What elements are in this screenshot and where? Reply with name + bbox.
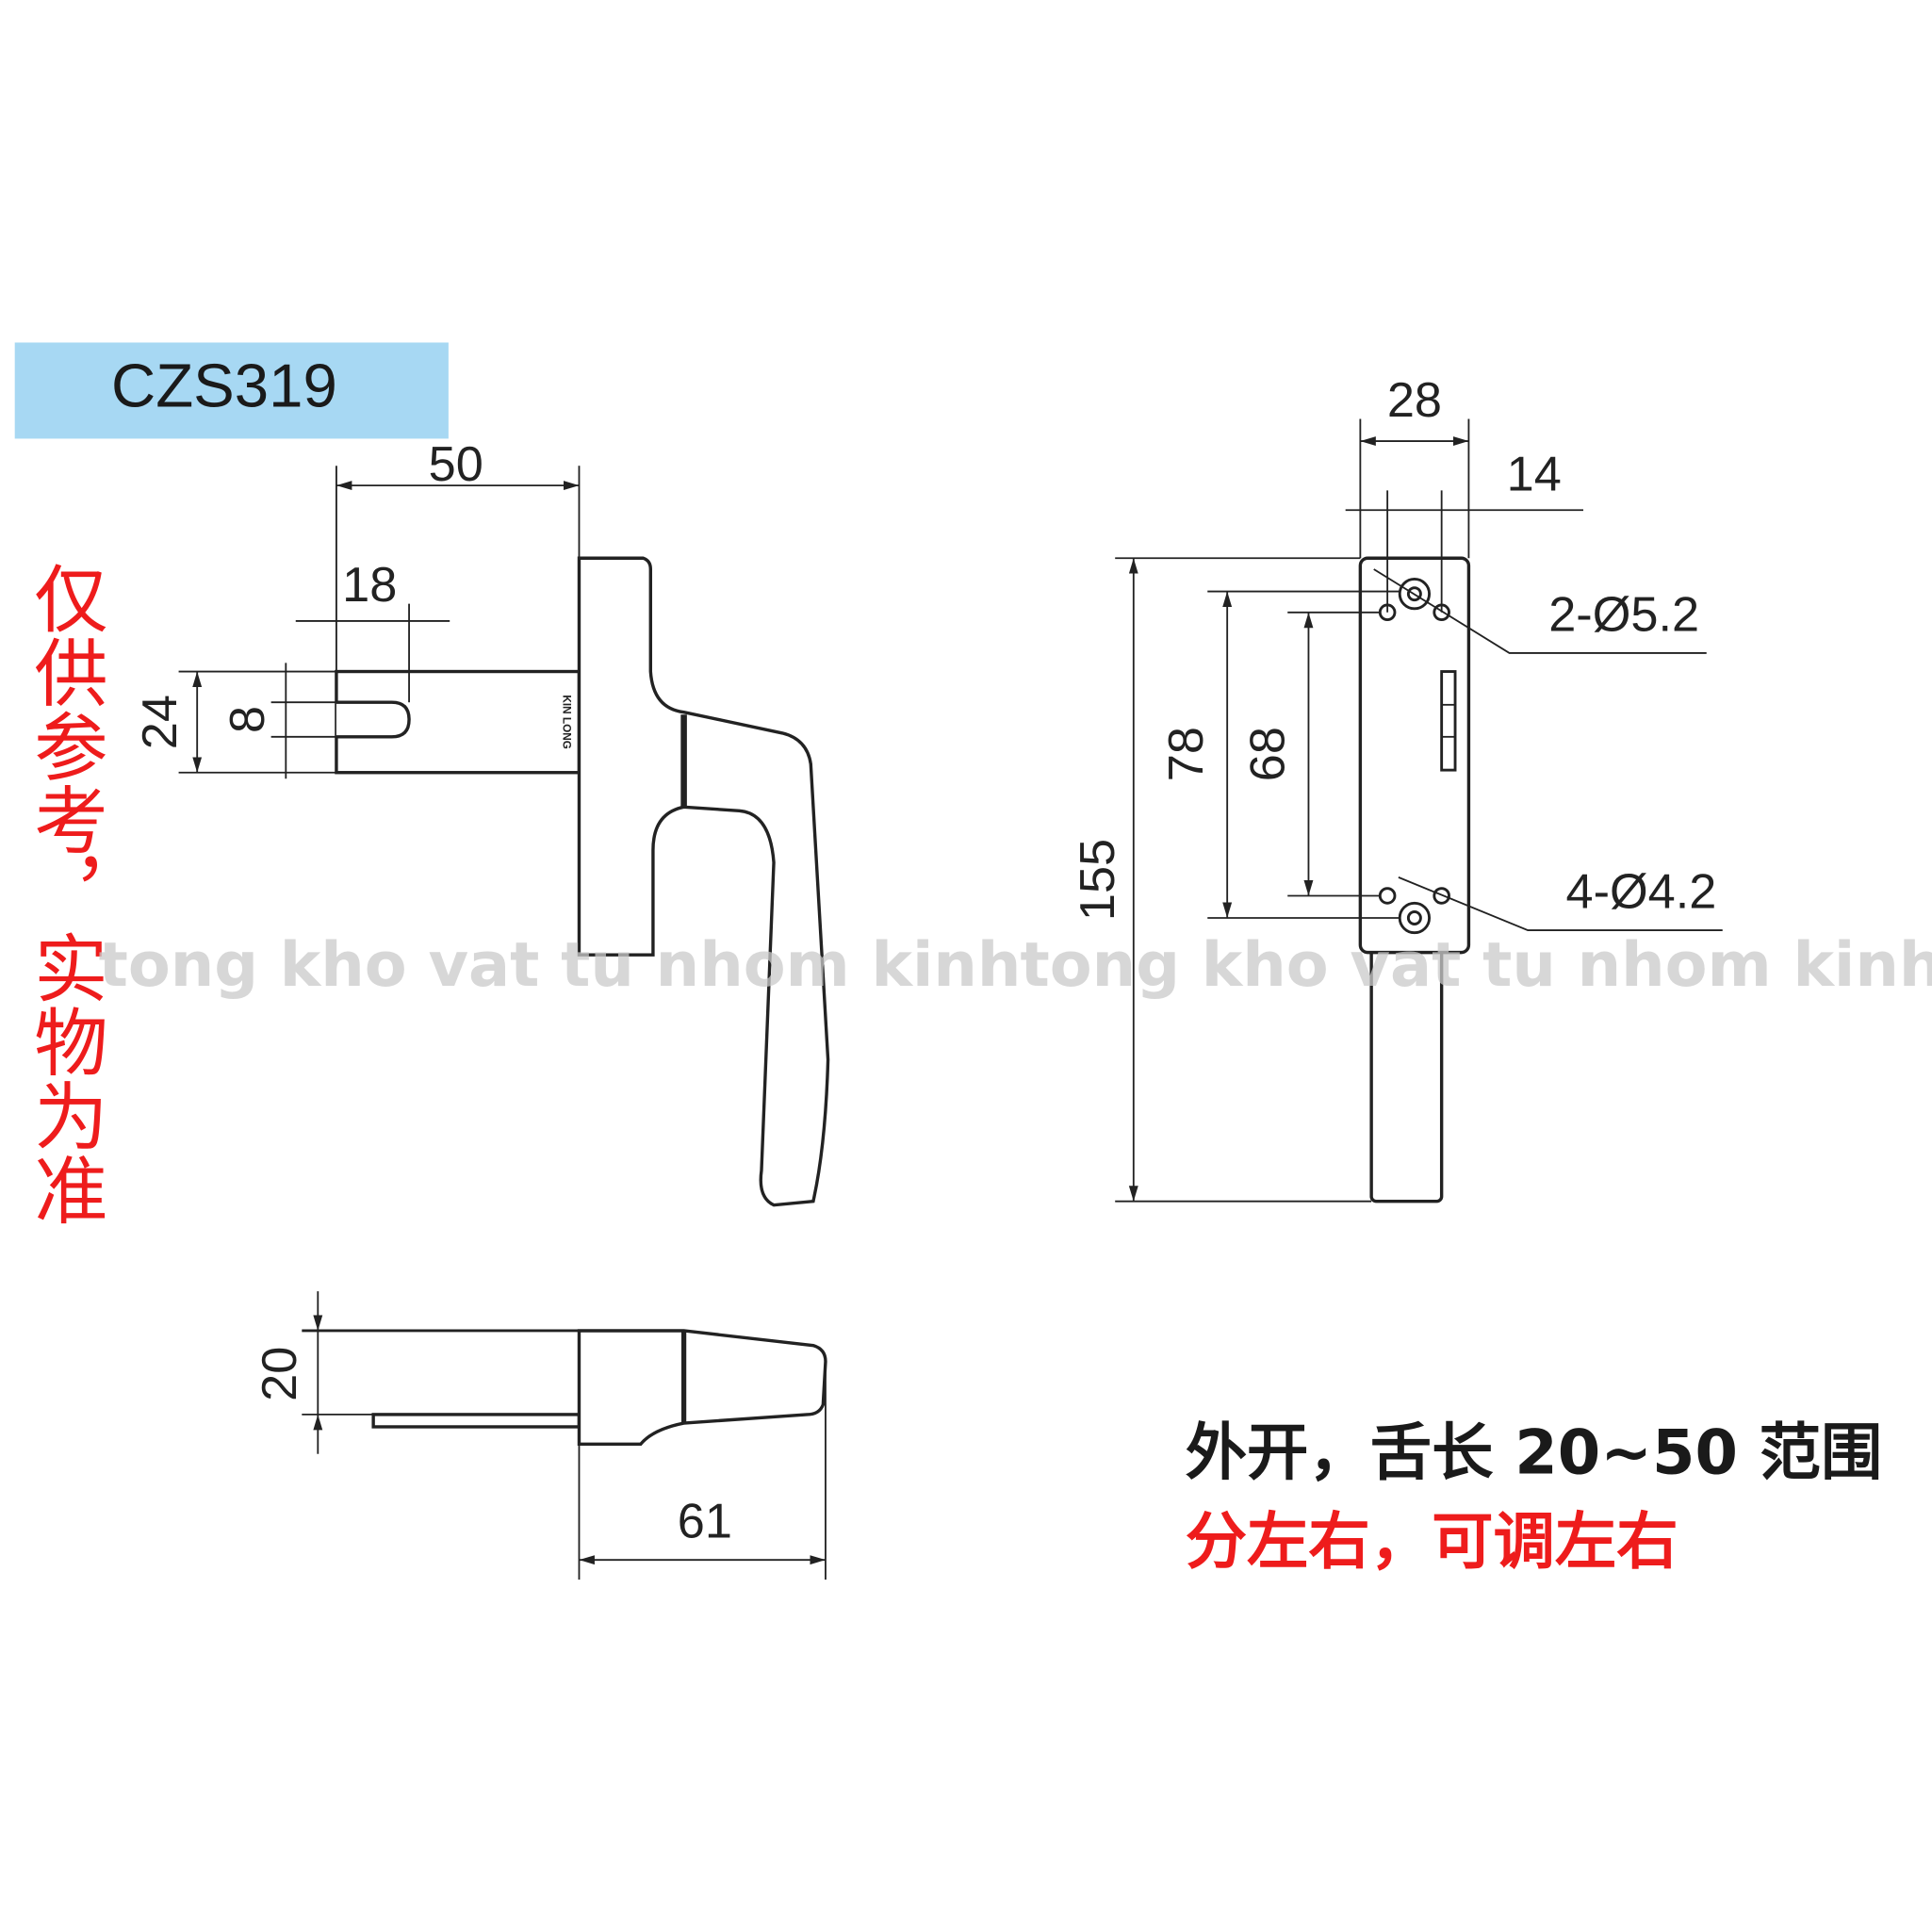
handle-bottom-view <box>302 1329 827 1446</box>
dim-20: 20 <box>253 1347 307 1401</box>
opening-note: 外开，舌长 20~50 范围 <box>1186 1417 1883 1489</box>
dim-8: 8 <box>221 706 275 733</box>
large-holes-spec: 2-Ø5.2 <box>1548 587 1699 642</box>
dim-18: 18 <box>342 558 397 613</box>
front-view-dimensions: 28 14 155 78 68 2-Ø5.2 4-Ø4.2 <box>1071 373 1723 1203</box>
left-right-note: 分左右，可调左右 <box>1186 1506 1678 1578</box>
dim-68: 68 <box>1240 727 1295 781</box>
watermark-right: tong kho vat tu nhom kinh <box>1021 929 1932 1001</box>
dim-50: 50 <box>429 437 483 492</box>
dim-14: 14 <box>1507 447 1562 501</box>
reference-only-note: 仅供参考，实物为准 <box>21 561 106 1226</box>
dim-78: 78 <box>1159 727 1214 781</box>
small-holes-spec: 4-Ø4.2 <box>1566 865 1717 920</box>
model-code: CZS319 <box>111 351 337 419</box>
handle-side-view: KIN LONG <box>335 556 830 1207</box>
watermark-left: tong kho vat tu nhom kinh <box>99 929 1022 1001</box>
dim-155: 155 <box>1071 839 1125 921</box>
dim-24: 24 <box>133 695 188 749</box>
dim-61: 61 <box>678 1495 732 1549</box>
handle-front-view <box>1358 556 1471 1203</box>
side-view-dimensions: 50 18 24 8 <box>133 437 581 779</box>
brand-mark: KIN LONG <box>560 695 572 748</box>
model-label: CZS319 <box>14 342 449 439</box>
bottom-view-dimensions: 20 61 <box>253 1291 827 1580</box>
dim-28: 28 <box>1387 373 1442 428</box>
